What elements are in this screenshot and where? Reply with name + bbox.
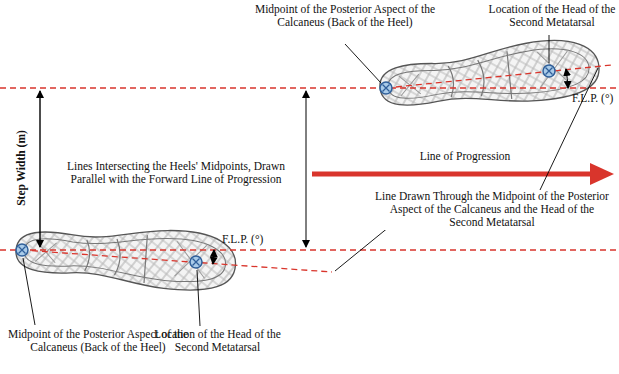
spacing-arrow [306,91,307,247]
foot-axis-line [22,250,332,272]
callout-label: Location of the Head of the Second Metat… [150,328,285,354]
callout-label: Line Drawn Through the Midpoint of the P… [372,190,612,230]
foot-axis-line [386,65,612,88]
leader-line [23,258,35,325]
leader-line [540,68,598,190]
shoe-sole [377,36,602,116]
shoe-sole [14,219,238,293]
heel-marker [380,82,392,94]
note-label: Lines Intersecting the Heels' Midpoints,… [52,160,300,186]
heel-marker [16,244,28,256]
heel-line [0,249,619,250]
step-width-arrow [39,91,40,247]
leader-line [197,270,200,326]
angle-arc [213,250,214,264]
callout-label: Location of the Head of the Second Metat… [488,3,616,29]
progression-arrowhead [590,163,614,185]
angle-label: F.L.P. (°) [222,233,263,246]
metatarsal-marker [190,256,202,268]
dimension-label: Step Width (m) [15,128,28,208]
leader-line [345,44,381,83]
leader-line [549,35,550,63]
angle-arc [566,69,568,88]
metatarsal-marker [543,65,555,77]
axis-label: Line of Progression [400,150,530,163]
heel-line [0,87,619,88]
callout-label: Midpoint of the Posterior Aspect of the … [250,3,440,29]
angle-label: F.L.P. (°) [572,92,613,105]
progression-arrow [312,172,592,177]
